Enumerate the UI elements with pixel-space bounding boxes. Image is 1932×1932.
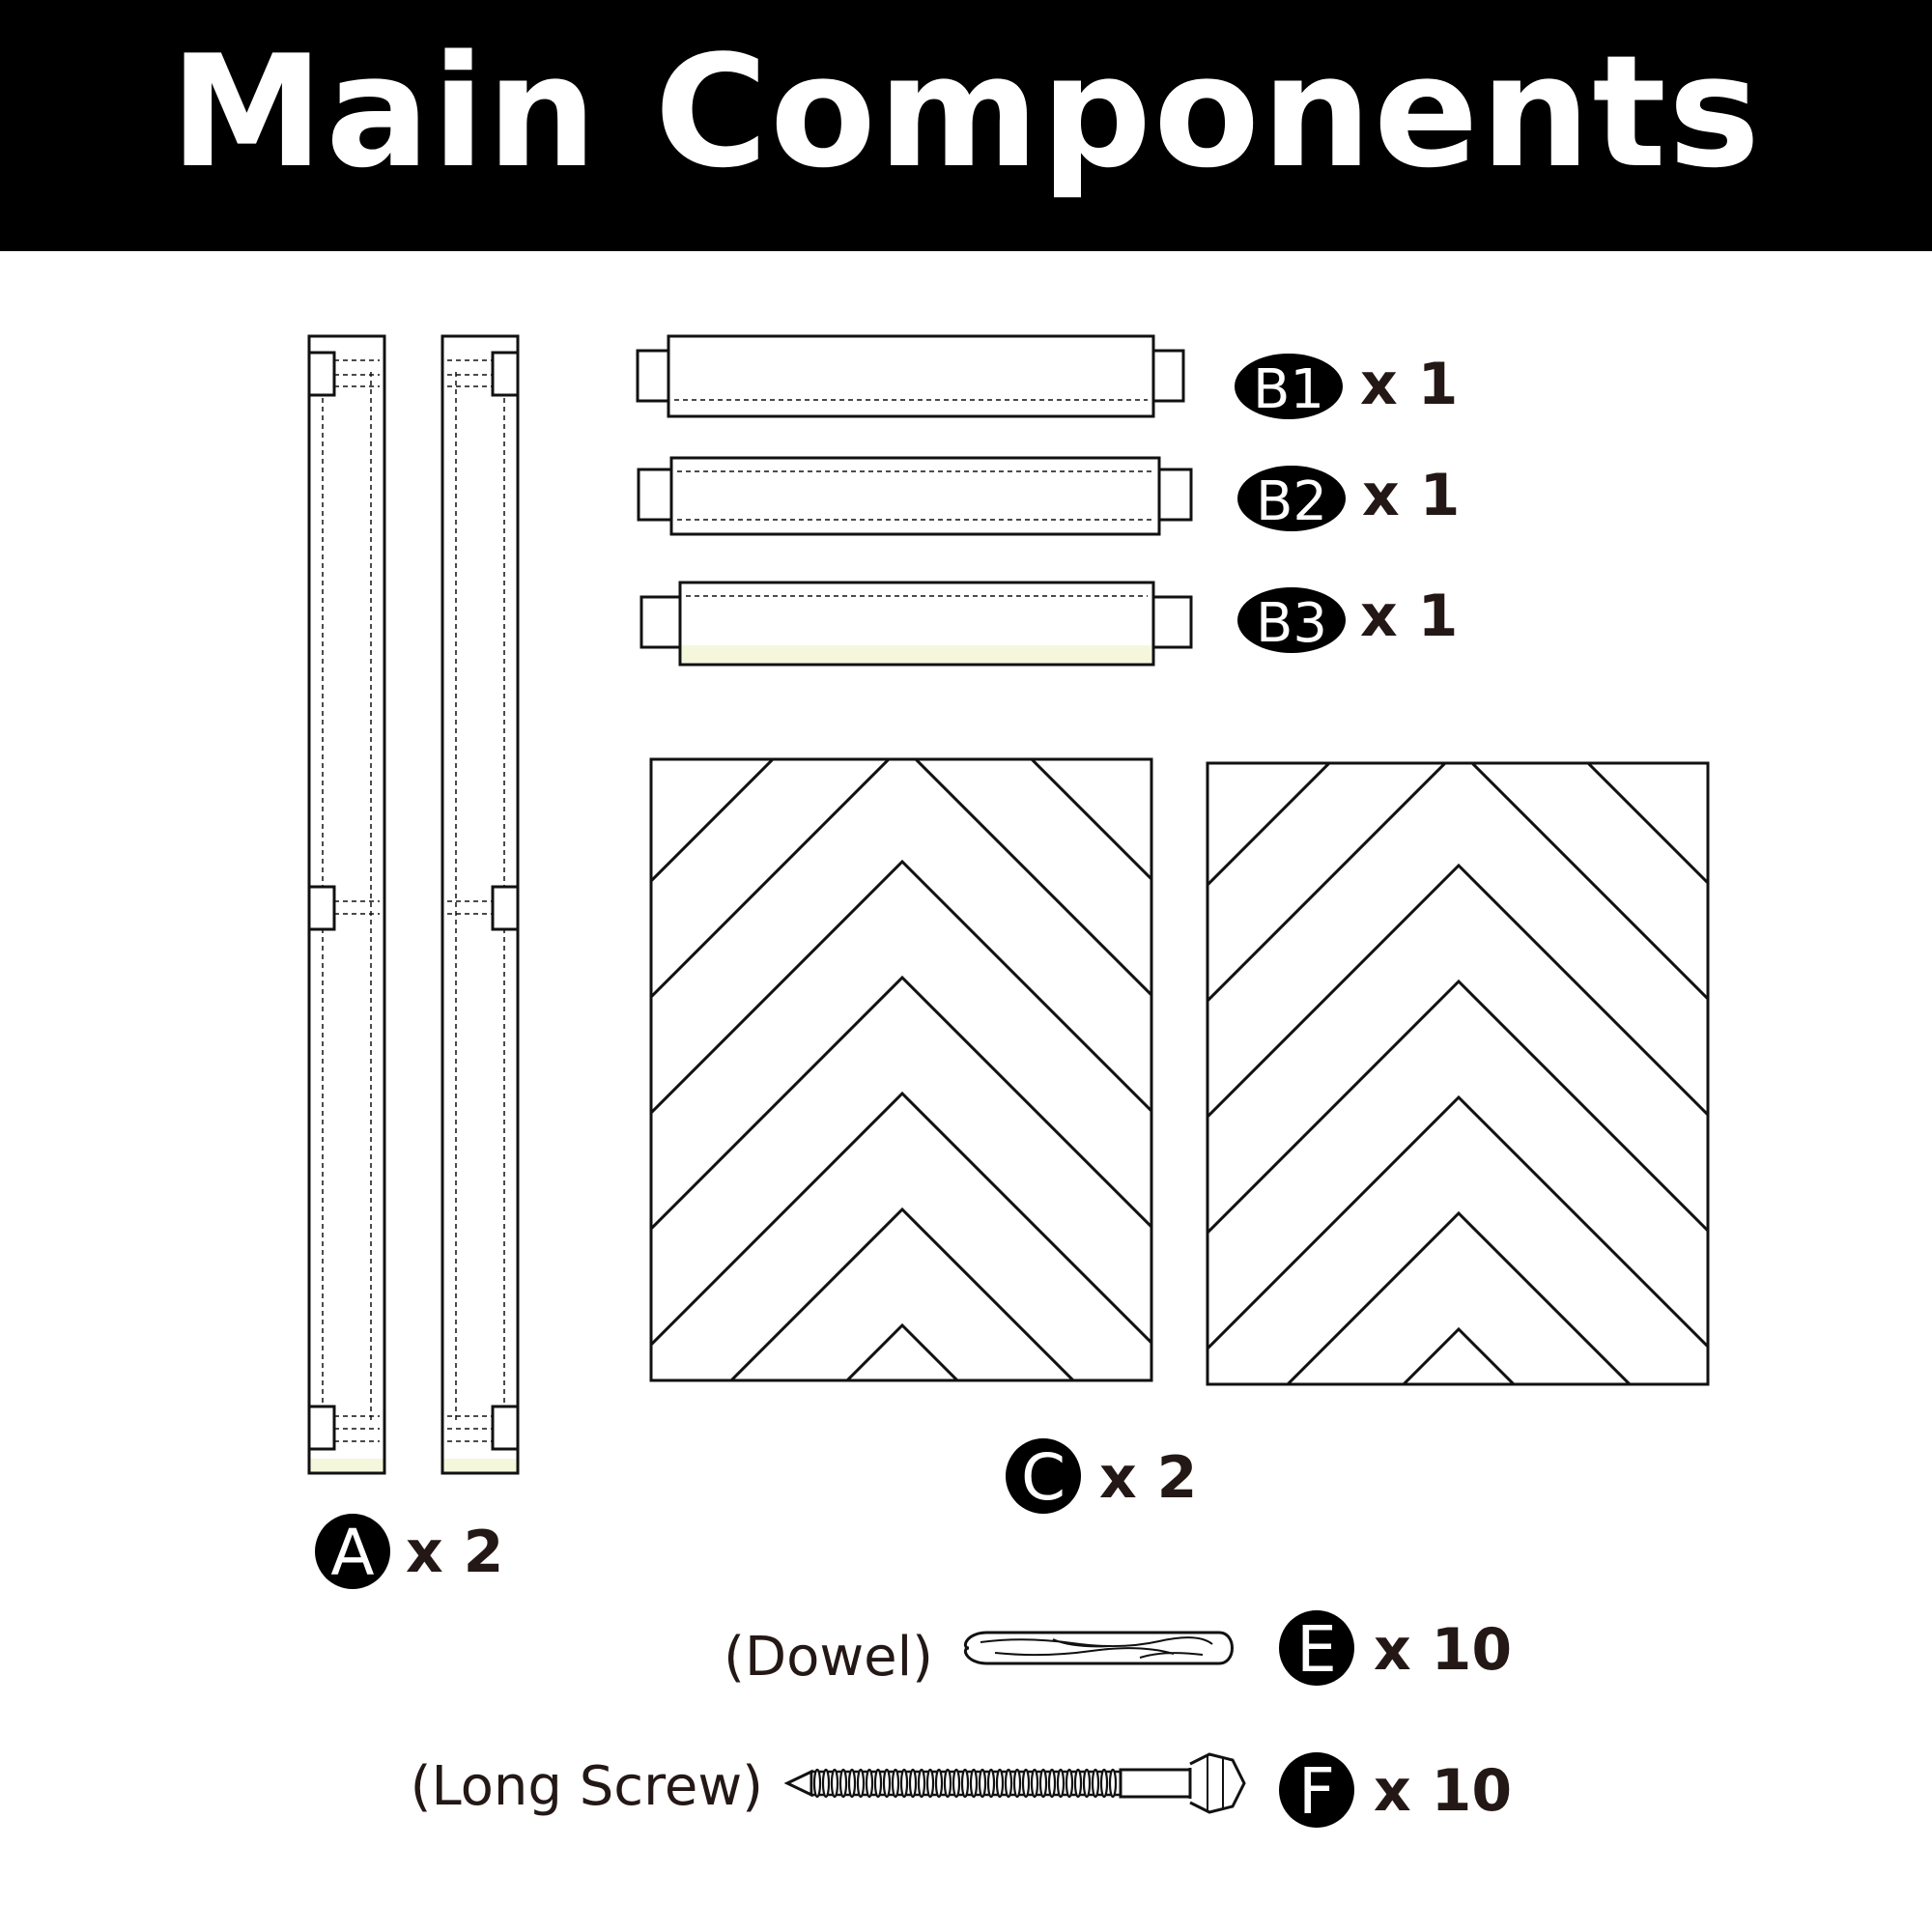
screw-thread [978, 1768, 987, 1799]
screw-thread [1056, 1768, 1065, 1799]
part-b1-rail [636, 334, 1185, 418]
part-e-qty: x 10 [1374, 1616, 1512, 1684]
part-f-qty: x 10 [1374, 1757, 1512, 1825]
part-e-badge [1279, 1610, 1354, 1686]
screw-thread [1004, 1768, 1013, 1799]
screw-thread [1073, 1768, 1083, 1799]
screw-thread [925, 1768, 935, 1799]
screw-thread [821, 1768, 831, 1799]
part-b2-qty: x 1 [1362, 462, 1460, 529]
screw-thread [1082, 1768, 1092, 1799]
part-a-post-right [440, 334, 520, 1475]
screw-thread [960, 1768, 970, 1799]
part-b1-letter: B1 [1253, 358, 1324, 421]
part-a-qty: x 2 [406, 1519, 503, 1586]
part-b2-letter: B2 [1256, 470, 1327, 533]
screw-thread [969, 1768, 979, 1799]
part-b2-rail [637, 456, 1193, 536]
part-e-letter: E [1296, 1612, 1337, 1687]
part-a-post-left [307, 334, 386, 1475]
screw-thread [873, 1768, 883, 1799]
part-b1-badge [1235, 354, 1343, 419]
screw-thread [917, 1768, 926, 1799]
screw-thread [995, 1768, 1005, 1799]
part-e-label: E x 10 [1279, 1610, 1512, 1687]
part-b3-badge [1237, 587, 1346, 653]
dowel-icon [964, 1631, 1234, 1665]
part-e-name: (Dowel) [724, 1626, 933, 1689]
part-c-panel-left [649, 757, 1153, 1382]
screw-thread [934, 1768, 944, 1799]
part-a-label: A x 2 [315, 1514, 503, 1590]
screw-thread [1099, 1768, 1109, 1799]
screw-thread [1038, 1768, 1048, 1799]
screw-thread [1065, 1768, 1074, 1799]
part-c-panel-right [1206, 761, 1710, 1386]
part-f-label: F x 10 [1279, 1752, 1512, 1829]
screw-thread [812, 1768, 822, 1799]
part-b1-label: B1 x 1 [1235, 351, 1458, 421]
screw-thread [882, 1768, 892, 1799]
title-banner [0, 0, 1932, 251]
screw-thread [891, 1768, 900, 1799]
screw-thread [847, 1768, 857, 1799]
part-b3-rail [639, 581, 1193, 667]
screw-thread [838, 1768, 848, 1799]
part-a-letter: A [330, 1516, 374, 1590]
part-c-letter: C [1021, 1440, 1065, 1515]
part-c-qty: x 2 [1099, 1444, 1197, 1512]
part-b3-label: B3 x 1 [1237, 582, 1458, 655]
part-c-label: C x 2 [1006, 1438, 1197, 1515]
page-title: Main Components [169, 21, 1763, 202]
screw-thread [943, 1768, 952, 1799]
part-f-name: (Long Screw) [411, 1755, 763, 1818]
part-b1-qty: x 1 [1360, 351, 1458, 418]
screw-thread [1047, 1768, 1057, 1799]
screw-thread [1030, 1768, 1039, 1799]
part-b2-label: B2 x 1 [1237, 462, 1460, 533]
screw-thread [865, 1768, 874, 1799]
screw-thread [986, 1768, 996, 1799]
part-b2-badge [1237, 466, 1346, 531]
screw-thread [830, 1768, 839, 1799]
screw-thread [1108, 1768, 1118, 1799]
part-a-badge [315, 1514, 390, 1589]
part-c-badge [1006, 1438, 1081, 1514]
screw-thread [1091, 1768, 1100, 1799]
screw-thread [856, 1768, 866, 1799]
part-f-letter: F [1298, 1754, 1335, 1829]
part-b3-letter: B3 [1256, 592, 1327, 655]
screw-thread [899, 1768, 909, 1799]
screw-thread [908, 1768, 918, 1799]
screw-thread [952, 1768, 961, 1799]
screw-thread [1012, 1768, 1022, 1799]
part-b3-qty: x 1 [1360, 582, 1458, 650]
part-f-badge [1279, 1752, 1354, 1828]
screw-thread [1021, 1768, 1031, 1799]
long-screw-icon [783, 1752, 1246, 1814]
